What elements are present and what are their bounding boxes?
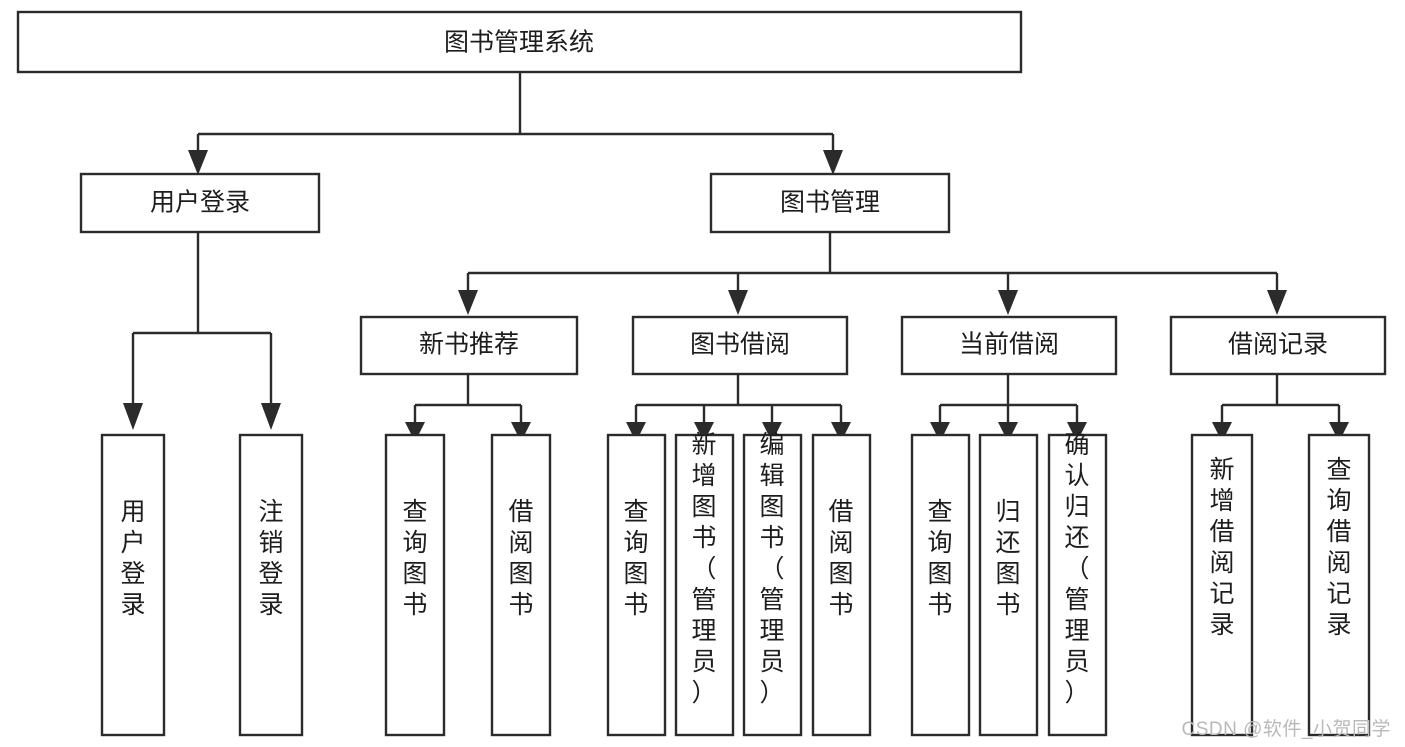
- leaf-confirm-return-box[interactable]: [1047, 433, 1108, 737]
- leaf-return-book-box[interactable]: [978, 433, 1039, 737]
- node-new-book-recommend-box[interactable]: [359, 315, 579, 376]
- leaf-user-login-box[interactable]: [100, 433, 166, 737]
- leaf-query-book-recommend-box[interactable]: [384, 433, 446, 737]
- arrowhead-icon: [1212, 422, 1232, 442]
- arrowhead-icon: [188, 150, 208, 175]
- node-user-login[interactable]: 用户登录: [79, 172, 321, 234]
- node-borrow-record-label: 借阅记录: [1228, 331, 1328, 359]
- leaf-query-book-borrow-box[interactable]: [606, 433, 667, 737]
- connector-borrow-record-to-leaves: [1220, 374, 1341, 424]
- connector-book-borrow-to-leaves: [634, 374, 843, 424]
- leaf-edit-book-label: 编辑图书（管理员）: [759, 431, 784, 707]
- node-user-login-box[interactable]: [79, 172, 321, 234]
- node-borrow-record-box[interactable]: [1169, 315, 1387, 376]
- leaf-node[interactable]: 借阅图书: [811, 433, 872, 737]
- leaf-node[interactable]: 新增图书（管理员）: [674, 431, 735, 737]
- arrowhead-icon: [458, 290, 478, 315]
- leaf-logout-box[interactable]: [238, 433, 304, 737]
- connector-current-borrow-to-leaves: [938, 374, 1079, 424]
- leaf-borrow-book-recommend-label: 借阅图书: [508, 498, 533, 619]
- node-book-manage-label: 图书管理: [780, 189, 880, 217]
- arrowhead-icon: [511, 422, 531, 442]
- arrowhead-icon: [261, 403, 281, 430]
- leaf-node[interactable]: 新增借阅记录: [1190, 433, 1254, 737]
- arrowhead-icon: [998, 290, 1018, 315]
- arrowhead-icon: [823, 150, 843, 175]
- node-book-borrow[interactable]: 图书借阅: [631, 315, 849, 376]
- arrowhead-icon: [626, 422, 646, 442]
- connector-user-login-to-leaves: [131, 232, 273, 405]
- leaf-query-borrow-record-label: 查询借阅记录: [1326, 456, 1351, 639]
- arrowhead-icon: [1329, 422, 1349, 442]
- node-book-manage[interactable]: 图书管理: [709, 172, 951, 234]
- leaf-user-login-label: 用户登录: [120, 498, 145, 619]
- leaf-node[interactable]: 查询图书: [606, 433, 667, 737]
- arrowhead-icon: [123, 403, 143, 430]
- node-book-borrow-label: 图书借阅: [690, 331, 790, 359]
- leaf-node[interactable]: 用户登录: [100, 433, 166, 737]
- arrowhead-icon: [930, 422, 950, 442]
- node-new-book-recommend-label: 新书推荐: [419, 331, 519, 359]
- leaf-borrow-book-label: 借阅图书: [828, 498, 853, 619]
- connector-book-manage-to-level3: [466, 232, 1279, 292]
- leaf-node[interactable]: 编辑图书（管理员）: [742, 431, 803, 737]
- leaf-query-book-current-box[interactable]: [910, 433, 971, 737]
- leaf-confirm-return-label: 确认归还（管理员）: [1064, 431, 1089, 707]
- arrowhead-icon: [1067, 422, 1087, 442]
- arrowhead-icon: [728, 290, 748, 315]
- leaf-borrow-book-box[interactable]: [811, 433, 872, 737]
- arrowhead-icon: [1267, 290, 1287, 315]
- leaf-borrow-book-recommend-box[interactable]: [490, 433, 552, 737]
- leaf-node[interactable]: 借阅图书: [490, 433, 552, 737]
- leaf-add-borrow-record-label: 新增借阅记录: [1209, 456, 1234, 639]
- connector-layer: [131, 72, 1341, 424]
- arrowhead-icon: [694, 422, 714, 442]
- leaf-node[interactable]: 确认归还（管理员）: [1047, 431, 1108, 737]
- node-new-book-recommend[interactable]: 新书推荐: [359, 315, 579, 376]
- leaf-node[interactable]: 查询借阅记录: [1307, 433, 1371, 737]
- leaf-query-borrow-record-box[interactable]: [1307, 433, 1371, 737]
- leaf-return-book-label: 归还图书: [995, 498, 1020, 619]
- node-root[interactable]: 图书管理系统: [16, 10, 1023, 74]
- node-current-borrow-box[interactable]: [900, 315, 1118, 376]
- arrowhead-icon: [405, 422, 425, 442]
- leaf-edit-book-box[interactable]: [742, 433, 803, 737]
- leaf-add-book-box[interactable]: [674, 433, 735, 737]
- node-current-borrow-label: 当前借阅: [959, 331, 1059, 359]
- leaf-node[interactable]: 注销登录: [238, 433, 304, 737]
- leaf-node[interactable]: 查询图书: [910, 433, 971, 737]
- leaf-node[interactable]: 查询图书: [384, 433, 446, 737]
- node-user-login-label: 用户登录: [150, 189, 250, 217]
- leaf-add-borrow-record-box[interactable]: [1190, 433, 1254, 737]
- leaf-logout-label: 注销登录: [258, 498, 283, 619]
- arrowhead-icon: [831, 422, 851, 442]
- leaf-add-book-label: 新增图书（管理员）: [691, 431, 716, 707]
- arrowhead-layer: [123, 150, 1349, 442]
- leaf-query-book-recommend-label: 查询图书: [402, 498, 427, 619]
- node-current-borrow[interactable]: 当前借阅: [900, 315, 1118, 376]
- connector-new-book-to-leaves: [413, 374, 523, 424]
- node-root-box[interactable]: [16, 10, 1023, 74]
- node-borrow-record[interactable]: 借阅记录: [1169, 315, 1387, 376]
- arrowhead-icon: [762, 422, 782, 442]
- leaf-query-book-current-label: 查询图书: [927, 498, 952, 619]
- node-root-label: 图书管理系统: [444, 29, 594, 57]
- leaf-query-book-borrow-label: 查询图书: [623, 498, 648, 619]
- arrowhead-icon: [998, 422, 1018, 442]
- node-book-borrow-box[interactable]: [631, 315, 849, 376]
- connector-root-to-level2: [196, 72, 835, 152]
- leaf-node[interactable]: 归还图书: [978, 433, 1039, 737]
- node-book-manage-box[interactable]: [709, 172, 951, 234]
